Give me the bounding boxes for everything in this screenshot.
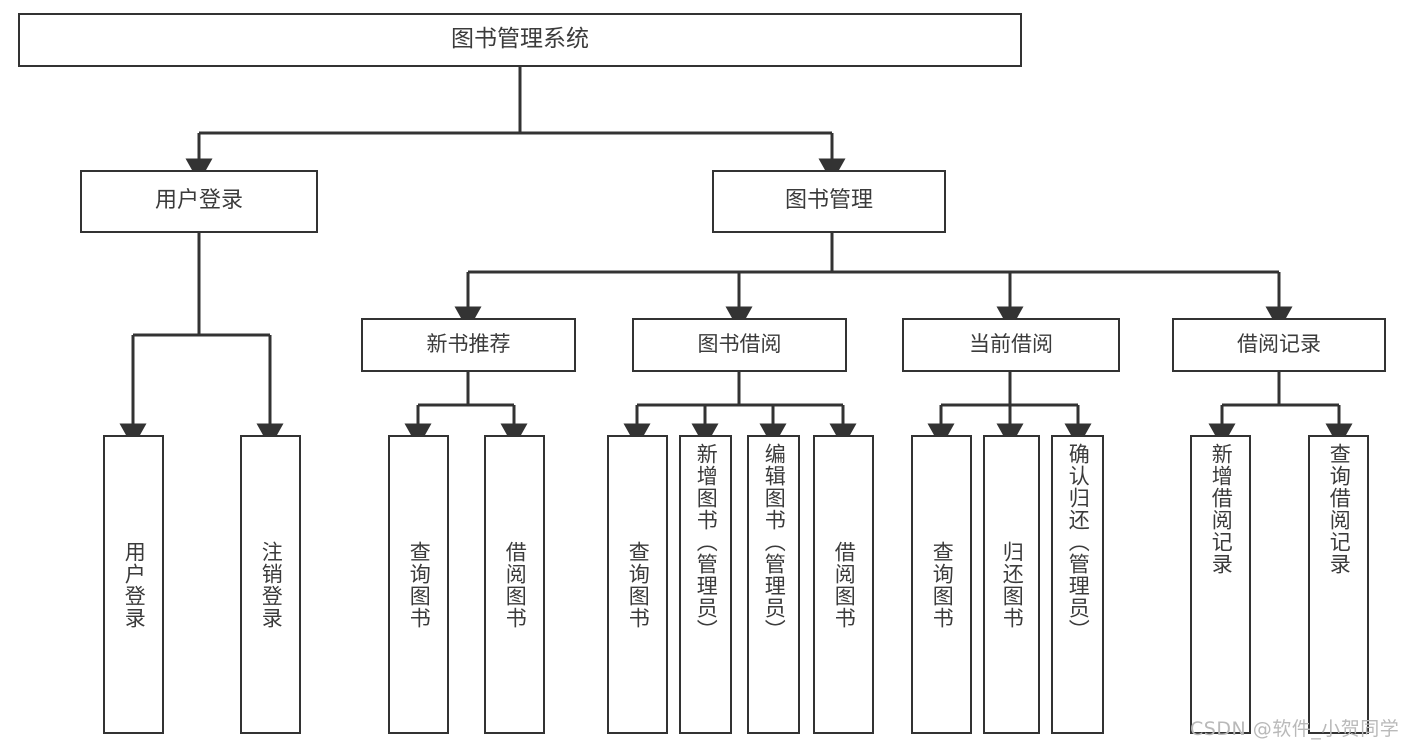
node-book-manage[interactable]: 图书管理 <box>712 170 946 233</box>
node-new-book-recommend-label: 新书推荐 <box>426 332 511 357</box>
leaf-edit-book-admin-label: 编辑图书（管理员） <box>762 443 787 641</box>
leaf-add-borrow-record[interactable]: 新增借阅记录 <box>1190 435 1251 734</box>
node-current-borrow[interactable]: 当前借阅 <box>902 318 1120 372</box>
leaf-add-book-admin[interactable]: 新增图书（管理员） <box>679 435 732 734</box>
leaf-borrow-book-newbook[interactable]: 借阅图书 <box>484 435 545 734</box>
leaf-add-book-admin-label: 新增图书（管理员） <box>694 443 719 641</box>
leaf-query-book-newbook-label: 查询图书 <box>407 540 432 629</box>
leaf-user-login[interactable]: 用户登录 <box>103 435 164 734</box>
node-root[interactable]: 图书管理系统 <box>18 13 1022 67</box>
leaf-borrow-book-borrow-label: 借阅图书 <box>832 540 857 629</box>
node-borrow-record-label: 借阅记录 <box>1237 332 1321 357</box>
leaf-edit-book-admin[interactable]: 编辑图书（管理员） <box>747 435 800 734</box>
leaf-logout[interactable]: 注销登录 <box>240 435 301 734</box>
leaf-borrow-book-borrow[interactable]: 借阅图书 <box>813 435 874 734</box>
leaf-confirm-return-admin-label: 确认归还（管理员） <box>1066 443 1091 641</box>
leaf-logout-label: 注销登录 <box>259 540 284 629</box>
csdn-watermark-text: CSDN @软件_小贺同学 <box>1190 718 1400 740</box>
node-borrow-record[interactable]: 借阅记录 <box>1172 318 1386 372</box>
leaf-query-book-newbook[interactable]: 查询图书 <box>388 435 449 734</box>
node-book-borrow[interactable]: 图书借阅 <box>632 318 847 372</box>
leaf-query-book-borrow[interactable]: 查询图书 <box>607 435 668 734</box>
leaf-user-login-label: 用户登录 <box>122 540 147 629</box>
leaf-query-borrow-record[interactable]: 查询借阅记录 <box>1308 435 1369 734</box>
node-user-login[interactable]: 用户登录 <box>80 170 318 233</box>
leaf-borrow-book-newbook-label: 借阅图书 <box>503 540 528 629</box>
node-root-label: 图书管理系统 <box>451 26 589 53</box>
node-book-borrow-label: 图书借阅 <box>697 332 782 357</box>
csdn-watermark: CSDN @软件_小贺同学 <box>1190 714 1399 741</box>
node-current-borrow-label: 当前借阅 <box>969 332 1053 357</box>
node-new-book-recommend[interactable]: 新书推荐 <box>361 318 576 372</box>
leaf-add-borrow-record-label: 新增借阅记录 <box>1209 443 1234 575</box>
leaf-query-book-current-label: 查询图书 <box>930 540 955 629</box>
leaf-query-book-borrow-label: 查询图书 <box>626 540 651 629</box>
node-user-login-label: 用户登录 <box>154 188 243 214</box>
node-book-manage-label: 图书管理 <box>784 188 873 214</box>
leaf-return-book-label: 归还图书 <box>1000 540 1025 629</box>
leaf-query-borrow-record-label: 查询借阅记录 <box>1327 443 1352 575</box>
leaf-confirm-return-admin[interactable]: 确认归还（管理员） <box>1051 435 1104 734</box>
leaf-query-book-current[interactable]: 查询图书 <box>911 435 972 734</box>
leaf-return-book[interactable]: 归还图书 <box>983 435 1040 734</box>
